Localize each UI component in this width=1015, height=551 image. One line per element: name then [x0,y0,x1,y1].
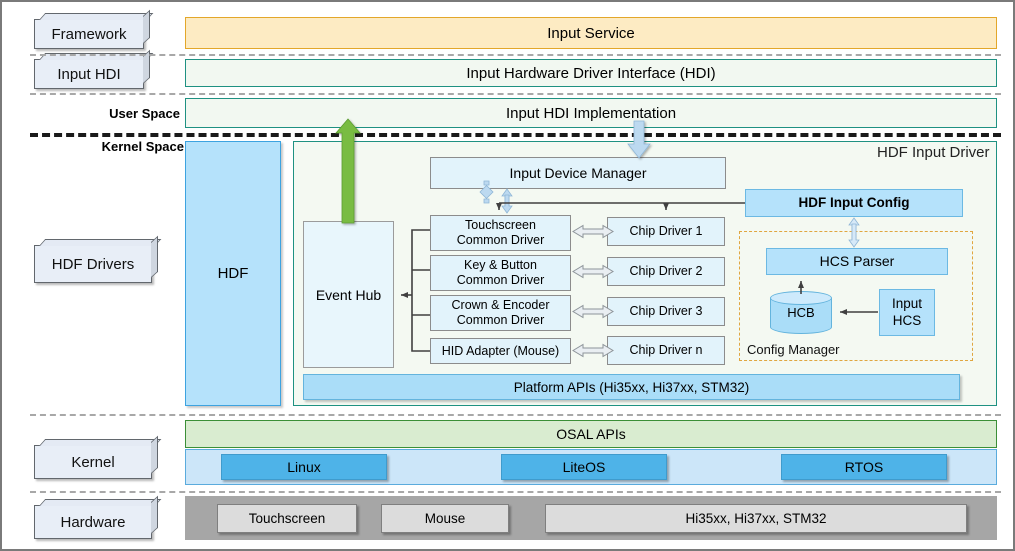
layer-label-framework-text: Framework [51,25,127,43]
input-hdi-impl-bar: Input HDI Implementation [185,98,997,128]
input-hdi-interface-bar: Input Hardware Driver Interface (HDI) [185,59,997,87]
hdf-column-label: HDF [217,265,249,282]
box3d-top-face [39,239,162,246]
layer-label-hardware: Hardware [34,495,162,539]
osal-apis-bar: OSAL APIs [185,420,997,448]
hdf-input-config-box: HDF Input Config [745,189,963,217]
hardware-touchscreen-label: Touchscreen [248,511,326,526]
input-service-label: Input Service [547,24,635,42]
layer-label-input-hdi: Input HDI [34,49,154,89]
hdf-input-config-label: HDF Input Config [798,194,910,210]
platform-apis-label: Platform APIs (Hi35xx, Hi37xx, STM32) [513,379,750,395]
separator-drivers-kernel [30,414,1001,416]
common-driver-hid-adapter-label: HID Adapter (Mouse) [441,343,560,358]
input-hdi-impl-label: Input HDI Implementation [505,104,677,122]
separator-framework-hdi [30,54,1001,56]
box3d-side-face [143,9,150,44]
platform-apis-bar: Platform APIs (Hi35xx, Hi37xx, STM32) [303,374,960,400]
hardware-touchscreen: Touchscreen [217,504,357,533]
hardware-socs: Hi35xx, Hi37xx, STM32 [545,504,967,533]
input-service-bar: Input Service [185,17,997,49]
chip-driver-3-label: Chip Driver 3 [629,304,703,318]
chip-driver-1-label: Chip Driver 1 [629,224,703,238]
layer-label-input-hdi-text: Input HDI [57,65,121,83]
chip-driver-2-label: Chip Driver 2 [629,264,703,278]
kernel-os-rtos: RTOS [781,454,947,480]
input-device-manager-label: Input Device Manager [509,164,647,181]
box3d-top-face [39,499,162,506]
common-driver-hid-adapter: HID Adapter (Mouse) [430,338,571,364]
input-device-manager-box: Input Device Manager [430,157,726,189]
layer-label-framework: Framework [34,9,154,49]
box3d-top-face [39,13,154,20]
layer-label-hdf-drivers: HDF Drivers [34,235,162,283]
kernel-os-linux: Linux [221,454,387,480]
hcs-parser-label: HCS Parser [819,253,895,270]
chip-driver-n: Chip Driver n [607,336,725,365]
chip-driver-3: Chip Driver 3 [607,297,725,326]
hdf-input-driver-title: HDF Input Driver [877,144,990,161]
user-kernel-space-divider [30,133,1001,137]
hcb-label: HCB [787,305,815,320]
hdf-column: HDF [185,141,281,406]
hcs-parser-box: HCS Parser [766,248,948,275]
kernel-os-liteos-label: LiteOS [562,459,606,475]
kernel-os-linux-label: Linux [287,459,321,475]
hardware-socs-label: Hi35xx, Hi37xx, STM32 [685,511,827,526]
kernel-space-label: Kernel Space [101,139,184,154]
event-hub-label: Event Hub [315,286,382,303]
layer-label-kernel-text: Kernel [71,453,115,471]
hardware-mouse-label: Mouse [424,511,466,526]
chip-driver-2: Chip Driver 2 [607,257,725,286]
event-hub-box: Event Hub [303,221,394,368]
hcb-cylinder: HCB [770,291,832,334]
layer-label-kernel: Kernel [34,435,162,479]
config-manager-label: Config Manager [747,342,840,357]
box3d-top-face [39,439,162,446]
osal-apis-label: OSAL APIs [556,426,626,442]
separator-hdi-userspace [30,93,1001,95]
hardware-mouse: Mouse [381,504,509,533]
chip-driver-1: Chip Driver 1 [607,217,725,246]
chip-driver-n-label: Chip Driver n [629,343,703,357]
user-space-label: User Space [109,106,180,121]
kernel-os-liteos: LiteOS [501,454,667,480]
kernel-os-rtos-label: RTOS [844,459,884,475]
box3d-side-face [151,495,158,534]
box3d-side-face [151,235,158,278]
input-hdi-interface-label: Input Hardware Driver Interface (HDI) [466,64,716,82]
box3d-side-face [151,435,158,474]
separator-kernel-hardware [30,491,1001,493]
layer-label-hdf-drivers-text: HDF Drivers [51,255,135,273]
layer-label-hardware-text: Hardware [60,513,126,531]
